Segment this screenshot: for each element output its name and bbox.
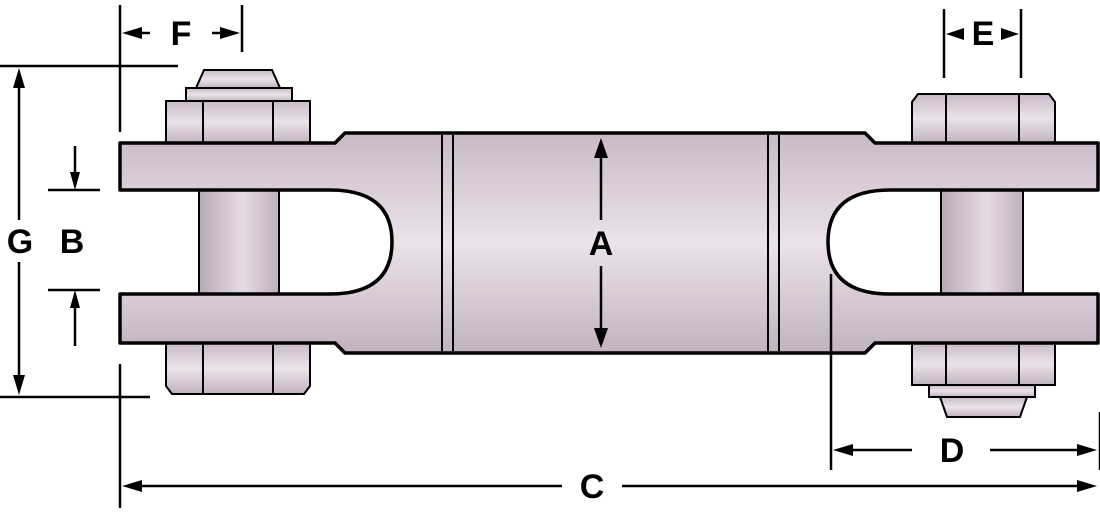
label-f: F [171, 15, 192, 53]
label-d: D [940, 432, 965, 470]
dimension-c: C [118, 364, 1097, 508]
dimension-f: F [118, 5, 244, 132]
right-pin [940, 189, 1024, 295]
dimension-a: A [589, 138, 614, 348]
barrel-grooves [441, 135, 780, 351]
label-a: A [589, 225, 614, 263]
left-top-nut [165, 100, 311, 144]
label-b: B [60, 223, 85, 261]
label-e: E [972, 15, 995, 53]
left-top-washer [185, 87, 293, 102]
dimension-d: D [829, 274, 1100, 470]
label-g: G [7, 223, 33, 261]
right-bottom-cap [938, 396, 1029, 418]
right-bottom-nut [911, 342, 1056, 386]
left-pin [198, 189, 280, 295]
dimension-g: G [0, 64, 178, 399]
label-c: C [580, 468, 605, 506]
swivel-body [118, 131, 1100, 355]
right-bottom-washer [928, 384, 1036, 398]
dimension-e: E [942, 9, 1023, 78]
left-bottom-nut [165, 342, 311, 395]
left-top-cap [194, 69, 282, 89]
right-top-nut [911, 93, 1056, 144]
left-pin-assembly [165, 69, 311, 395]
dimension-b: B [48, 146, 100, 346]
